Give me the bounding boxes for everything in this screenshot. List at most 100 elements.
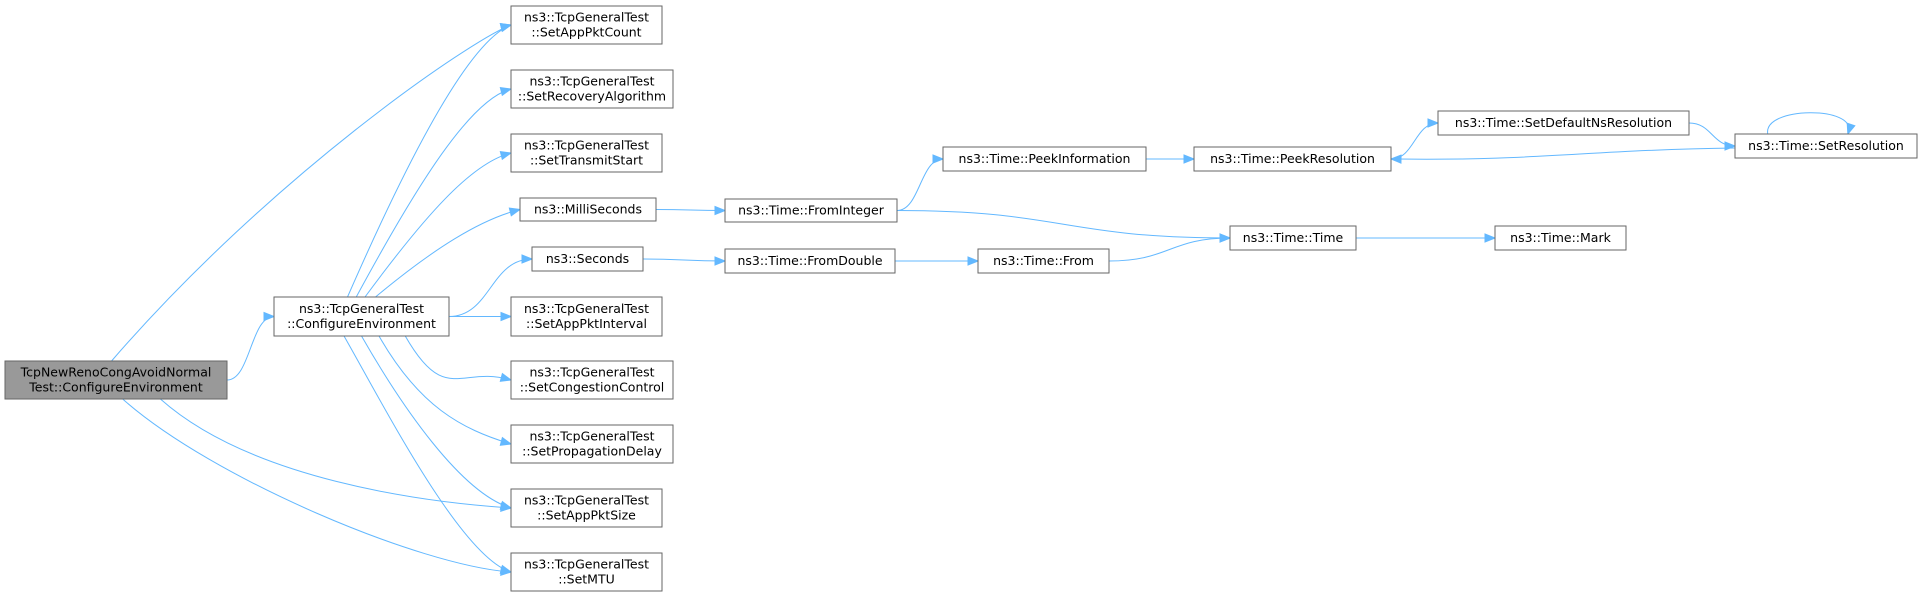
node-label: ns3::Time::SetDefaultNsResolution [1455,115,1672,130]
node-label: ::SetMTU [558,572,615,587]
node-box [519,197,657,222]
edge-setres-setres [1767,112,1856,136]
edge-cfg-recovery [355,86,513,298]
node-label: ns3::Time::From [993,253,1094,268]
node-label: ns3::TcpGeneralTest [524,557,649,572]
node-box [510,133,663,173]
node-root[interactable]: TcpNewRenoCongAvoidNormalTest::Configure… [4,360,228,400]
node-label: ns3::Time::PeekInformation [959,151,1131,166]
node-label: ns3::TcpGeneralTest [529,365,654,380]
node-box [510,296,663,337]
node-label: ::SetAppPktInterval [526,316,647,331]
node-peekres[interactable]: ns3::Time::PeekResolution [1193,146,1392,172]
node-label: ns3::Seconds [546,251,629,266]
edge-setdef-setres [1688,122,1737,151]
node-label: ::SetAppPktCount [531,25,641,40]
node-fromint[interactable]: ns3::Time::FromInteger [724,198,898,223]
edge-peekinfo-peekres [1146,154,1196,164]
node-cfg[interactable]: ns3::TcpGeneralTest::ConfigureEnvironmen… [273,296,450,337]
node-box [510,5,663,45]
node-label: ns3::TcpGeneralTest [524,138,649,153]
node-box [1734,133,1918,159]
edge-fromint-time [896,210,1232,243]
edge-fromdbl-from [895,256,980,266]
edge-cfg-milli [375,207,522,298]
call-nodes: TcpNewRenoCongAvoidNormalTest::Configure… [4,5,1918,592]
node-box [724,198,898,223]
node-label: ns3::TcpGeneralTest [299,301,424,316]
node-box [4,360,228,400]
edge-time-mark [1356,233,1497,243]
node-pktcount[interactable]: ns3::TcpGeneralTest::SetAppPktCount [510,5,663,45]
edge-cfg-mtu [343,335,513,574]
edge-peekres-setdef [1390,118,1440,160]
edge-cfg-congctl [404,335,513,382]
node-box [977,248,1110,274]
node-fromdbl[interactable]: ns3::Time::FromDouble [724,248,896,274]
node-label: ::SetRecoveryAlgorithm [518,89,666,104]
node-box [1494,225,1627,251]
node-txstart[interactable]: ns3::TcpGeneralTest::SetTransmitStart [510,133,663,173]
edge-root-mtu [122,398,513,576]
node-label: ::ConfigureEnvironment [287,316,436,331]
node-label: ::SetCongestionControl [520,380,665,395]
edge-cfg-pktsize [361,335,513,510]
node-propdelay[interactable]: ns3::TcpGeneralTest::SetPropagationDelay [510,424,674,464]
node-pktsize[interactable]: ns3::TcpGeneralTest::SetAppPktSize [510,488,663,528]
edge-root-cfg [226,311,276,381]
node-box [273,296,450,337]
node-label: ns3::TcpGeneralTest [524,301,649,316]
node-seconds[interactable]: ns3::Seconds [531,246,644,272]
edge-cfg-propdelay [378,335,513,446]
node-label: ns3::TcpGeneralTest [529,429,654,444]
node-setdef[interactable]: ns3::Time::SetDefaultNsResolution [1437,110,1690,136]
node-label: ns3::TcpGeneralTest [529,74,654,89]
node-label: ns3::Time::Mark [1510,230,1611,245]
node-box [942,146,1147,172]
node-label: ns3::MilliSeconds [534,202,642,217]
node-label: Test::ConfigureEnvironment [28,380,203,395]
node-recovery[interactable]: ns3::TcpGeneralTest::SetRecoveryAlgorith… [510,69,674,109]
node-setres[interactable]: ns3::Time::SetResolution [1734,133,1918,159]
node-label: TcpNewRenoCongAvoidNormal [20,365,212,380]
node-label: ns3::Time::FromDouble [737,253,882,268]
node-box [1437,110,1690,136]
node-box [531,246,644,272]
node-time[interactable]: ns3::Time::Time [1229,225,1357,251]
call-edges [111,22,1856,576]
node-milli[interactable]: ns3::MilliSeconds [519,197,657,222]
node-box [510,488,663,528]
edge-milli-fromint [655,205,727,216]
node-mtu[interactable]: ns3::TcpGeneralTest::SetMTU [510,552,663,592]
edge-seconds-fromdbl [642,256,727,266]
node-label: ns3::Time::FromInteger [738,203,885,218]
edge-cfg-pktint [449,311,513,322]
edge-setres-peekres [1389,147,1736,164]
node-label: ns3::Time::Time [1243,230,1344,245]
node-peekinfo[interactable]: ns3::Time::PeekInformation [942,146,1147,172]
node-label: ns3::TcpGeneralTest [524,10,649,25]
edge-root-pktsize [160,398,513,512]
edge-cfg-txstart [364,150,513,298]
node-box [510,360,674,400]
node-from[interactable]: ns3::Time::From [977,248,1110,274]
node-box [510,69,674,109]
node-label: ns3::Time::PeekResolution [1210,151,1375,166]
node-label: ::SetTransmitStart [530,153,643,168]
node-label: ::SetPropagationDelay [522,444,662,459]
edge-cfg-seconds [448,254,534,317]
node-label: ns3::Time::SetResolution [1748,138,1904,153]
node-box [1229,225,1357,251]
node-mark[interactable]: ns3::Time::Mark [1494,225,1627,251]
edge-cfg-pktcount [347,22,513,298]
node-box [510,552,663,592]
node-box [724,248,896,274]
node-box [1193,146,1392,172]
node-label: ::SetAppPktSize [537,508,636,523]
node-pktint[interactable]: ns3::TcpGeneralTest::SetAppPktInterval [510,296,663,337]
edge-fromint-peekinfo [896,154,945,211]
node-label: ns3::TcpGeneralTest [524,493,649,508]
node-congctl[interactable]: ns3::TcpGeneralTest::SetCongestionContro… [510,360,674,400]
node-box [510,424,674,464]
